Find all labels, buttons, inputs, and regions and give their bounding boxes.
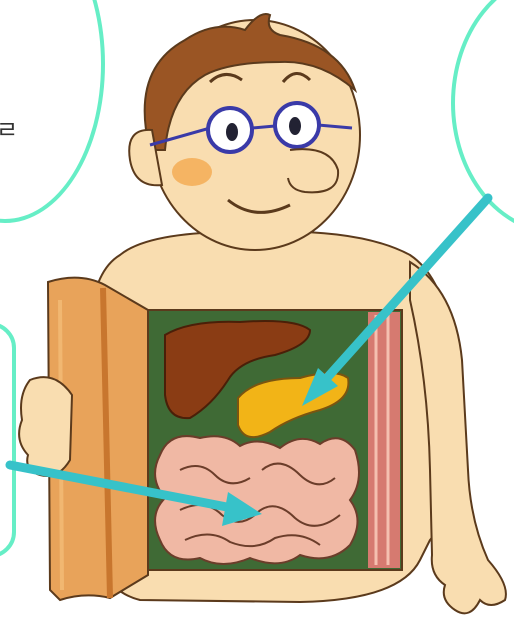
glasses-bridge: [252, 126, 275, 128]
rib-stripe: [368, 312, 400, 568]
eye-left: [226, 123, 238, 141]
left-hand: [19, 377, 72, 476]
eye-right: [289, 117, 301, 135]
cheek: [172, 158, 212, 186]
